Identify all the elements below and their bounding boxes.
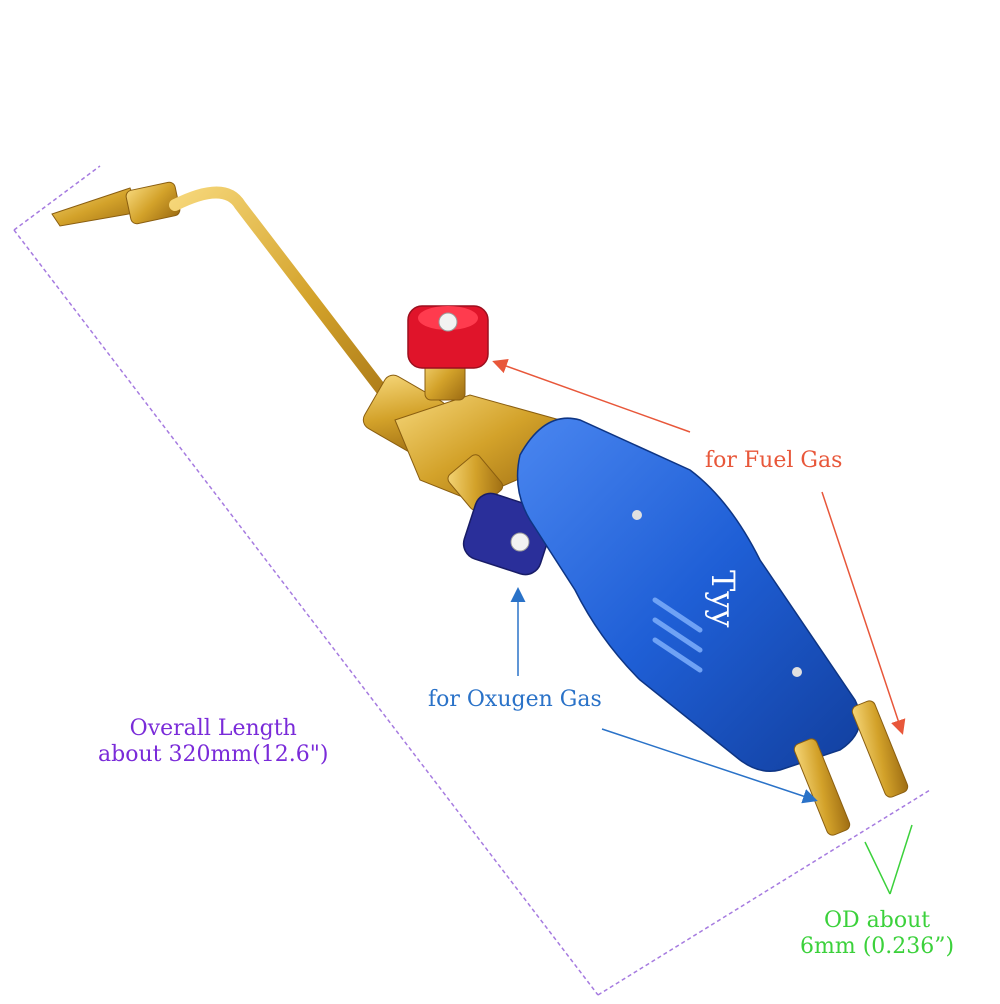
fuel-gas-label: for Fuel Gas — [705, 448, 843, 473]
dimension-tick-top — [13, 165, 101, 231]
handle-screw-top — [632, 510, 642, 520]
dimension-line-length — [13, 229, 599, 996]
handle-grip-ridges — [652, 597, 703, 673]
oxygen-gas-label: for Oxugen Gas — [428, 687, 602, 712]
overall-length-label: Overall Length about 320mm(12.6") — [98, 716, 328, 769]
brand-text: Tyy — [704, 570, 742, 628]
annotation-arrows — [492, 358, 913, 895]
od-arrow-right — [889, 824, 913, 895]
od-line2: 6mm (0.236”) — [800, 934, 955, 960]
oxygen-arrow-to-connector — [601, 728, 818, 804]
dimension-tick-bottom — [597, 789, 931, 996]
fuel-valve-knob — [407, 305, 489, 369]
handle-screw-bottom — [792, 667, 802, 677]
od-arrow-left — [864, 841, 891, 895]
length-dimension-lines — [13, 165, 931, 996]
fuel-connector — [851, 700, 909, 798]
overall-length-line2: about 320mm(12.6") — [98, 742, 329, 768]
torch-nozzle — [51, 181, 181, 227]
fuel-arrow-to-valve — [492, 358, 691, 433]
overall-length-line1: Overall Length — [129, 716, 297, 741]
fuel-arrow-to-connector — [821, 491, 906, 735]
torch-tube — [169, 186, 426, 446]
torch-handle — [516, 417, 861, 772]
od-line1: OD about — [823, 908, 931, 933]
od-label: OD about 6mm (0.236”) — [800, 908, 954, 961]
